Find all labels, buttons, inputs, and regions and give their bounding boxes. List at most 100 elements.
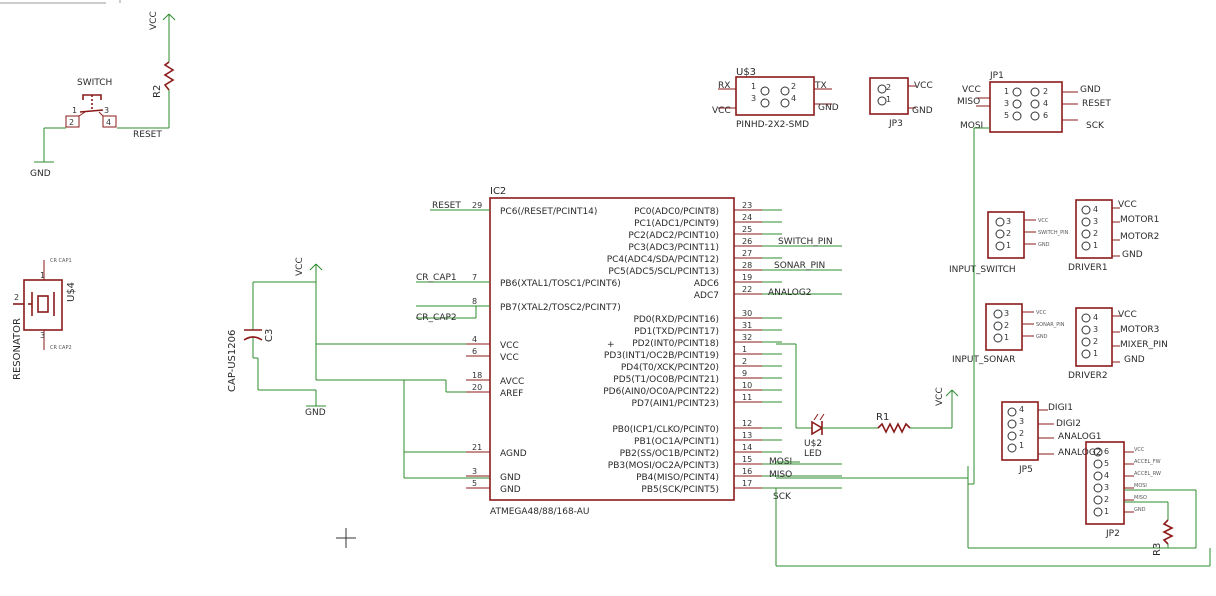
- driver2-name: DRIVER2: [1068, 371, 1108, 381]
- ic2-right-pin-label: PD2(INT0/PCINT18): [632, 339, 719, 349]
- ic2-left-pin-number: 4: [472, 335, 477, 344]
- r2-label: R2: [152, 85, 163, 98]
- jp1-sck: SCK: [1086, 121, 1105, 131]
- ic2-right-pin-number: 9: [742, 369, 747, 378]
- jp1-vcc: VCC: [962, 85, 981, 95]
- jp1-pin5: 5: [1004, 111, 1009, 120]
- jp2-pin5: 5: [1104, 459, 1109, 468]
- gnd-label-cap: GND: [305, 408, 326, 418]
- resonator-pin3: 3: [40, 331, 45, 340]
- svg-text:ACCEL_FW: ACCEL_FW: [1134, 459, 1161, 465]
- ic-net-reset: RESET: [432, 201, 461, 211]
- jp5-analog2: ANALOG2: [1058, 448, 1102, 458]
- svg-text:ACCEL_RW: ACCEL_RW: [1134, 471, 1161, 477]
- net-wires: RESET CR_CAP1 CR_CAP2: [416, 127, 1211, 567]
- u3-pin4: 4: [791, 94, 796, 103]
- ic2-right-pin-label: PB4(MISO/PCINT4): [636, 473, 719, 483]
- led-name: U$2: [804, 439, 822, 449]
- jp5-pin3: 3: [1019, 417, 1024, 426]
- driver1-motor1: MOTOR1: [1120, 215, 1159, 225]
- input-sonar-name: INPUT_SONAR: [952, 355, 1015, 365]
- r1-label: R1: [876, 412, 889, 423]
- jp1-gnd: GND: [1080, 85, 1101, 95]
- crosshair-cursor-icon: [336, 528, 356, 548]
- ic2-right-pin-label: PD7(AIN1/PCINT23): [632, 399, 719, 409]
- header-jp2: 6 5 4 3 2 1 VCC ACCEL_FW ACCEL_RW MOSI M…: [968, 441, 1197, 556]
- ic2-right-pin-number: 17: [742, 479, 752, 488]
- header-input-switch: 3 2 1 VCC SWITCH_PIN GND INPUT_SWITCH: [949, 211, 1069, 275]
- ic2-right-pin-number: 11: [742, 393, 752, 402]
- ic-net-crcap2: CR_CAP2: [416, 313, 457, 323]
- ic2-left-pin-label: AREF: [500, 389, 523, 399]
- jp5-digi2: DIGI2: [1056, 419, 1081, 429]
- jp5-pin1: 1: [1019, 441, 1024, 450]
- ic2-right-pin-number: 23: [742, 201, 752, 210]
- svg-text:CR CAP2: CR CAP2: [50, 345, 72, 351]
- svg-text:GND: GND: [1036, 334, 1048, 340]
- ic2-left-pin-number: 5: [472, 479, 477, 488]
- ic2-left-pin-number: 20: [472, 383, 482, 392]
- ic2-left-pin-number: 7: [472, 273, 477, 282]
- switch-pin3: 3: [104, 106, 109, 115]
- jp2-pin4: 4: [1104, 471, 1109, 480]
- jp5-name: JP5: [1018, 465, 1033, 475]
- switch-pin4: 4: [106, 118, 111, 127]
- header-jp1: JP1 1 3 5 2 4 6 VCC MISO MOSI GND RESET …: [957, 71, 1111, 133]
- ic2-net-label: SWITCH_PIN: [778, 237, 833, 247]
- driver2-motor3: MOTOR3: [1120, 325, 1159, 335]
- ic2-right-pin-number: 2: [742, 357, 747, 366]
- driver1-pin3: 3: [1093, 217, 1098, 226]
- u3-pin2: 2: [791, 82, 796, 91]
- ic2-net-label: SONAR_PIN: [774, 261, 825, 271]
- jp5-pin2: 2: [1019, 429, 1024, 438]
- ic2-net-label: MISO: [769, 470, 792, 480]
- jp1-pin6: 6: [1043, 111, 1048, 120]
- ic2-body: [489, 197, 735, 501]
- jp2-pin1: 1: [1104, 507, 1109, 516]
- ic2-right-pin-label: ADC6: [694, 279, 719, 289]
- ic2-right-pin-number: 15: [742, 455, 752, 464]
- jp1-pin2: 2: [1043, 87, 1048, 96]
- resistor-r3: [1162, 519, 1174, 545]
- jp1-pin1: 1: [1004, 87, 1009, 96]
- reset-net-label: RESET: [133, 130, 162, 140]
- led-diode: [811, 420, 824, 436]
- ic2-left-pin-number: 21: [472, 443, 482, 452]
- ic2-left-pin-label: VCC: [500, 341, 519, 351]
- cap-name: C3: [264, 329, 275, 342]
- vcc-label-switch: VCC: [149, 11, 159, 30]
- ic2-left-pin-number: 3: [472, 467, 477, 476]
- ic2-left-pin-label: GND: [500, 473, 521, 483]
- ic2-left-pin-number: 8: [472, 297, 477, 306]
- ic2-net-label: ANALOG2: [768, 288, 812, 298]
- jp5-digi1: DIGI1: [1048, 403, 1073, 413]
- ic2-right-pin-label: ADC7: [694, 291, 719, 301]
- ic2-right-pin-label: PD0(RXD/PCINT16): [633, 315, 719, 325]
- jp3-pin1: 1: [886, 95, 891, 104]
- resistor-r2: [163, 61, 175, 91]
- driver1-motor2: MOTOR2: [1120, 232, 1159, 242]
- ic2-right-pin-label: PB0(ICP1/CLKO/PCINT0): [612, 425, 719, 435]
- ic2-right-pin-label: PC2(ADC2/PCINT10): [628, 231, 719, 241]
- ic2-right-pin-label: PC4(ADC4/SDA/PCINT12): [607, 255, 719, 265]
- u3-value: PINHD-2X2-SMD: [736, 120, 809, 130]
- ic2-right-pin-number: 30: [742, 309, 752, 318]
- driver2-pin1: 1: [1093, 349, 1098, 358]
- ic2-right-pin-label: PB5(SCK/PCINT5): [641, 485, 719, 495]
- svg-text:VCC: VCC: [1038, 218, 1049, 224]
- jp1-name: JP1: [989, 71, 1004, 81]
- ic2-left-pin-label: PC6(/RESET/PCINT14): [500, 207, 597, 217]
- ic2-right-pin-number: 13: [742, 431, 752, 440]
- ic2-right-pin-number: 22: [742, 285, 752, 294]
- ic2-right-pin-label: PD6(AIN0/OC0A/PCINT22): [603, 387, 719, 397]
- driver2-pin4: 4: [1093, 313, 1098, 322]
- jp1-pin3: 3: [1004, 99, 1009, 108]
- ic2-net-label: SCK: [773, 492, 792, 502]
- jp1-mosi: MOSI: [960, 121, 983, 131]
- ic2-right-pin-label: PD4(T0/XCK/PCINT20): [621, 363, 719, 373]
- ic2-right-pin-number: 27: [742, 249, 752, 258]
- jp5-pin4: 4: [1019, 405, 1024, 414]
- jp3-pin2: 2: [886, 83, 891, 92]
- jp3-name: JP3: [888, 119, 903, 129]
